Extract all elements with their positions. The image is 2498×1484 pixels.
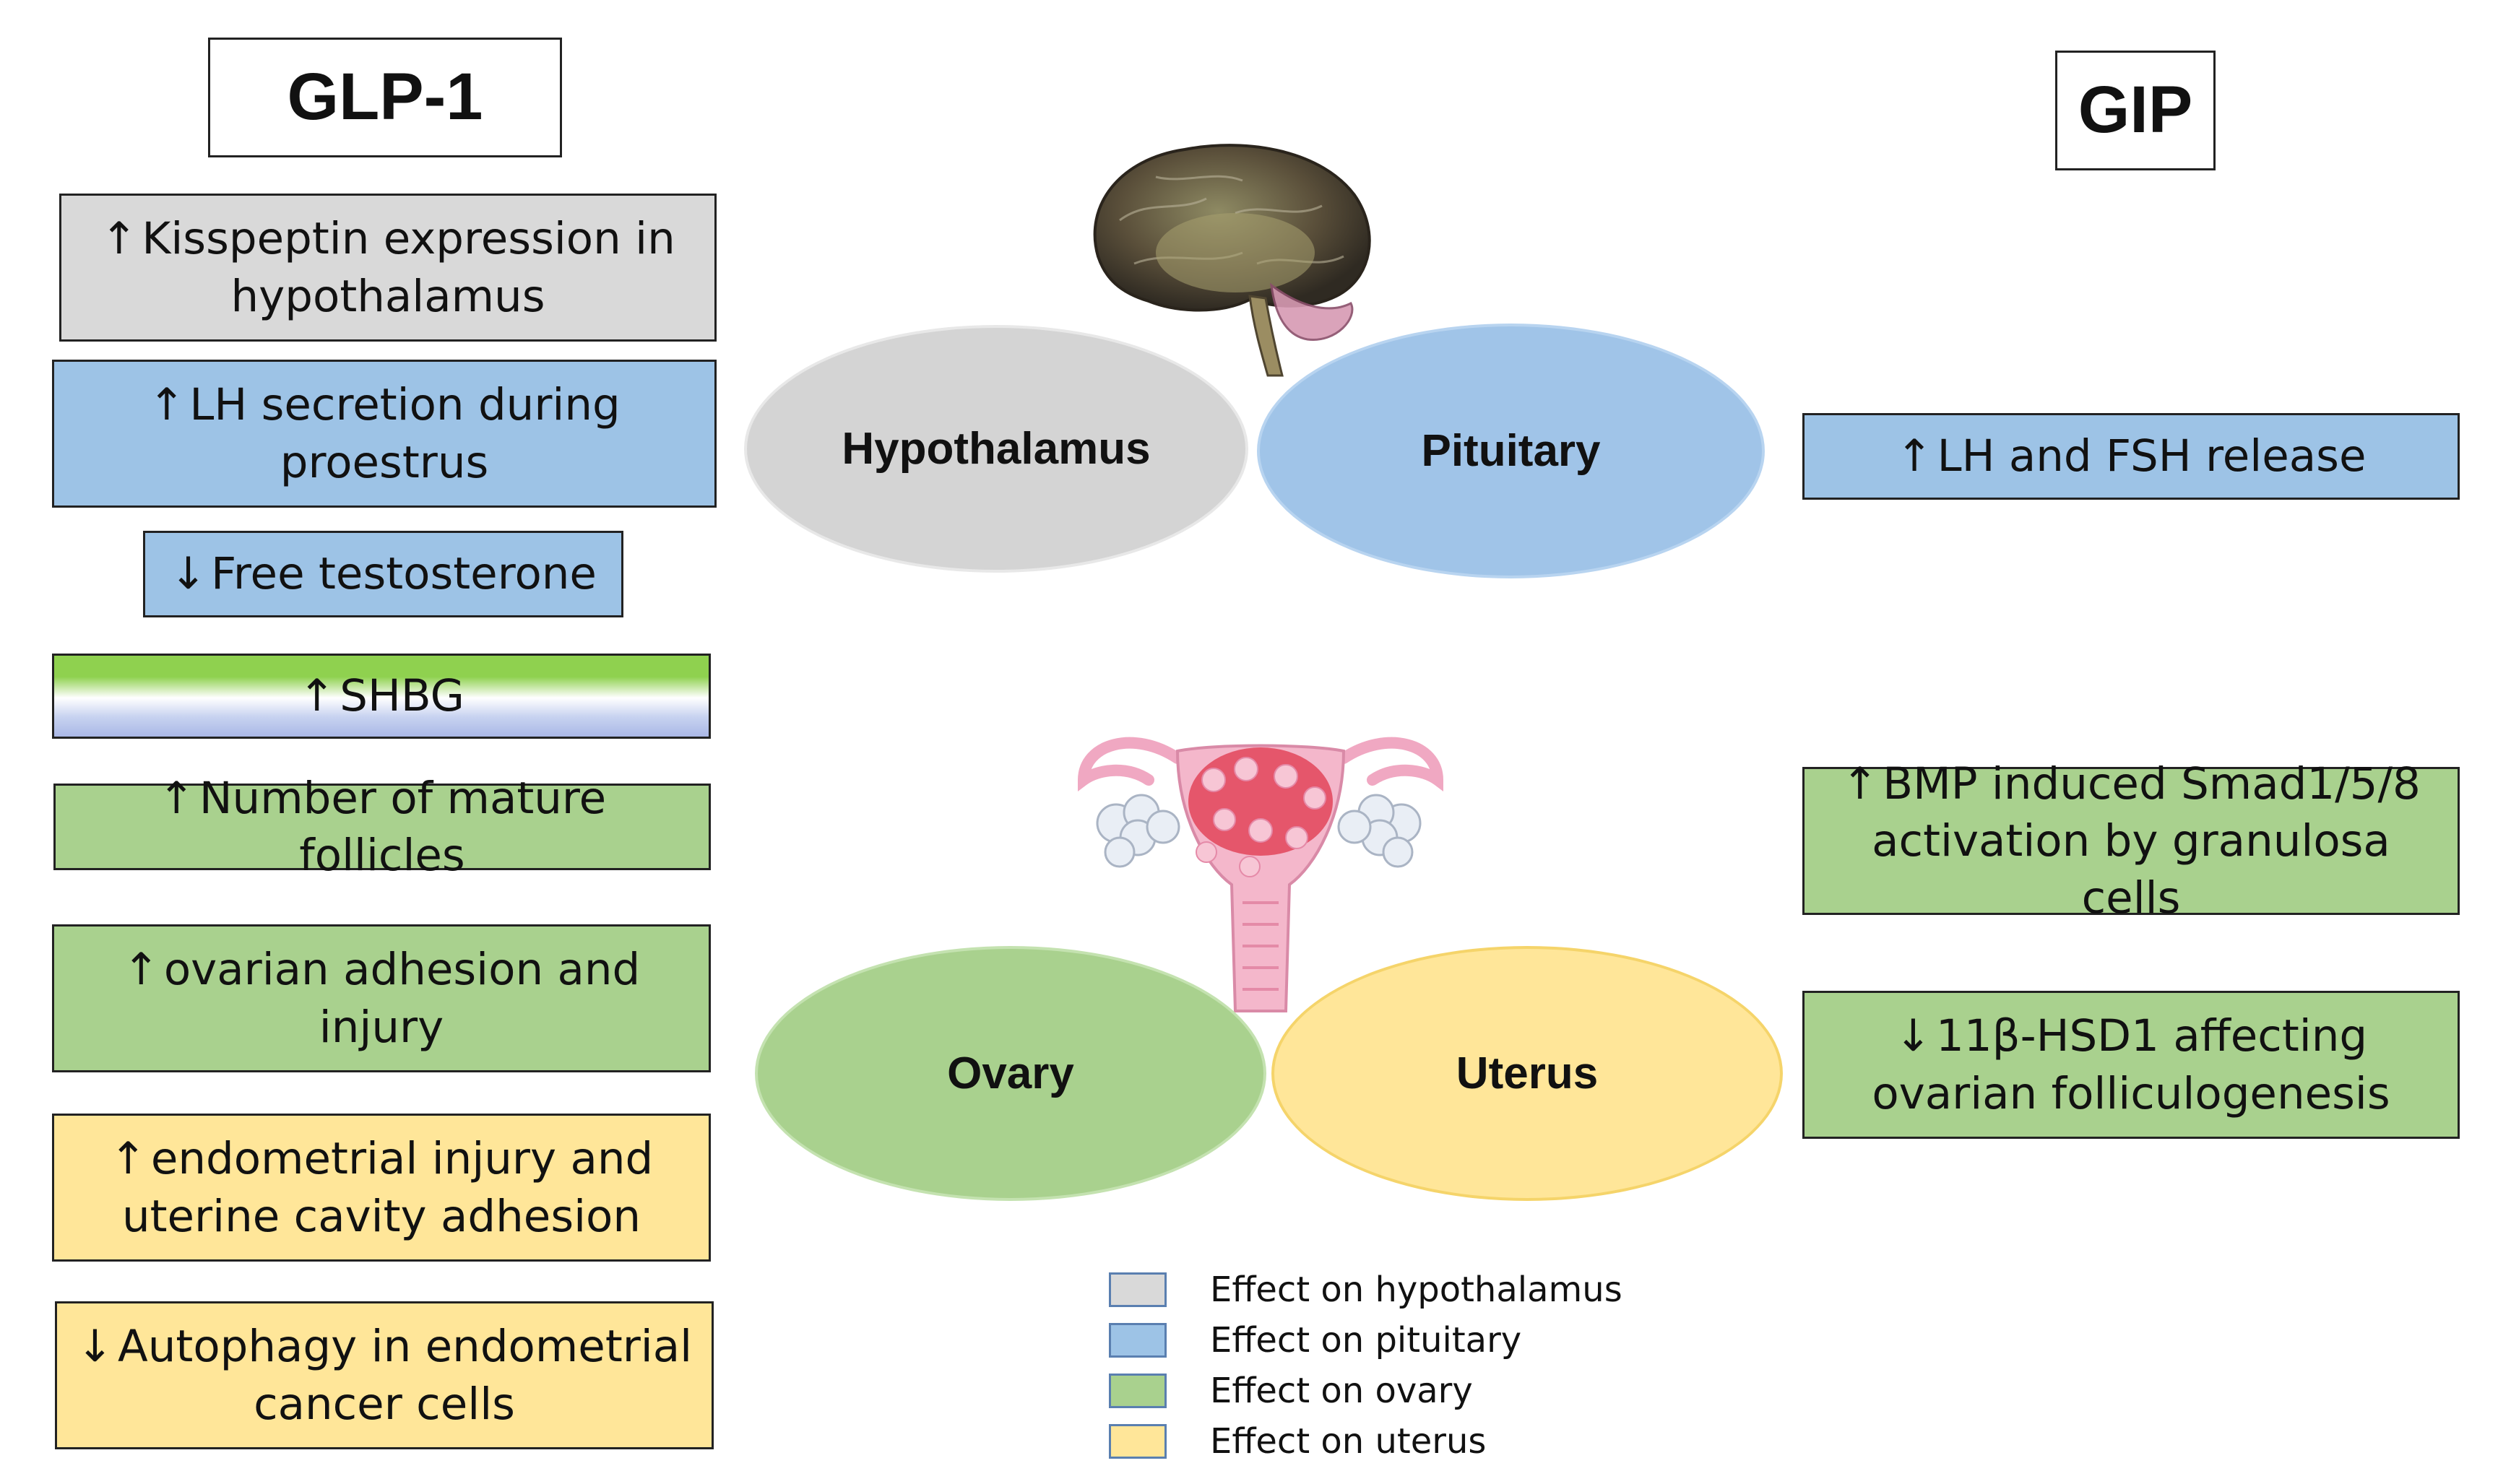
brain-illustration <box>1093 144 1371 377</box>
hypothalamus-ellipse: Hypothalamus <box>744 325 1248 573</box>
legend-label: Effect on uterus <box>1210 1421 1487 1462</box>
glp1-effect-kisspeptin: ↑Kisspeptin expression in hypothalamus <box>59 194 717 342</box>
legend-label: Effect on ovary <box>1210 1371 1473 1411</box>
glp1-effect-free-testosterone: ↓Free testosterone <box>143 531 623 617</box>
gip-title: GIP <box>2055 51 2216 170</box>
uterus-ellipse: Uterus <box>1271 946 1783 1201</box>
legend-swatch <box>1109 1424 1167 1459</box>
legend-item-uterus: Effect on uterus <box>1109 1420 1486 1463</box>
glp1-effect-endometrial-injury: ↑endometrial injury and uterine cavity a… <box>52 1114 711 1262</box>
gip-effect-11bhsd1: ↓11β-HSD1 affecting ovarian folliculogen… <box>1802 991 2460 1139</box>
legend-item-pituitary: Effect on pituitary <box>1109 1319 1521 1362</box>
glp1-effect-mature-follicles: ↑Number of mature follicles <box>53 773 711 881</box>
legend-swatch <box>1109 1323 1167 1358</box>
glp1-effect-lh-secretion: ↑LH secretion during proestrus <box>52 360 717 508</box>
legend-item-ovary: Effect on ovary <box>1109 1369 1473 1413</box>
glp1-title: GLP-1 <box>208 38 562 157</box>
glp1-effect-autophagy: ↓Autophagy in endometrial cancer cells <box>55 1301 714 1449</box>
legend-label: Effect on pituitary <box>1210 1320 1522 1361</box>
gip-effect-lh-fsh-release: ↑LH and FSH release <box>1802 413 2460 500</box>
legend-swatch <box>1109 1272 1167 1307</box>
ovary-ellipse: Ovary <box>755 946 1266 1201</box>
legend-item-hypothalamus: Effect on hypothalamus <box>1109 1268 1622 1311</box>
uterus-illustration <box>1077 737 1444 1012</box>
legend-swatch <box>1109 1374 1167 1408</box>
glp1-effect-shbg: ↑SHBG <box>52 654 711 739</box>
pituitary-ellipse: Pituitary <box>1257 324 1765 578</box>
glp1-effect-ovarian-adhesion: ↑ovarian adhesion and injury <box>52 924 711 1072</box>
gip-effect-bmp-smad: ↑BMP induced Smad1/5/8 activation by gra… <box>1802 758 2460 924</box>
legend-label: Effect on hypothalamus <box>1210 1270 1622 1310</box>
